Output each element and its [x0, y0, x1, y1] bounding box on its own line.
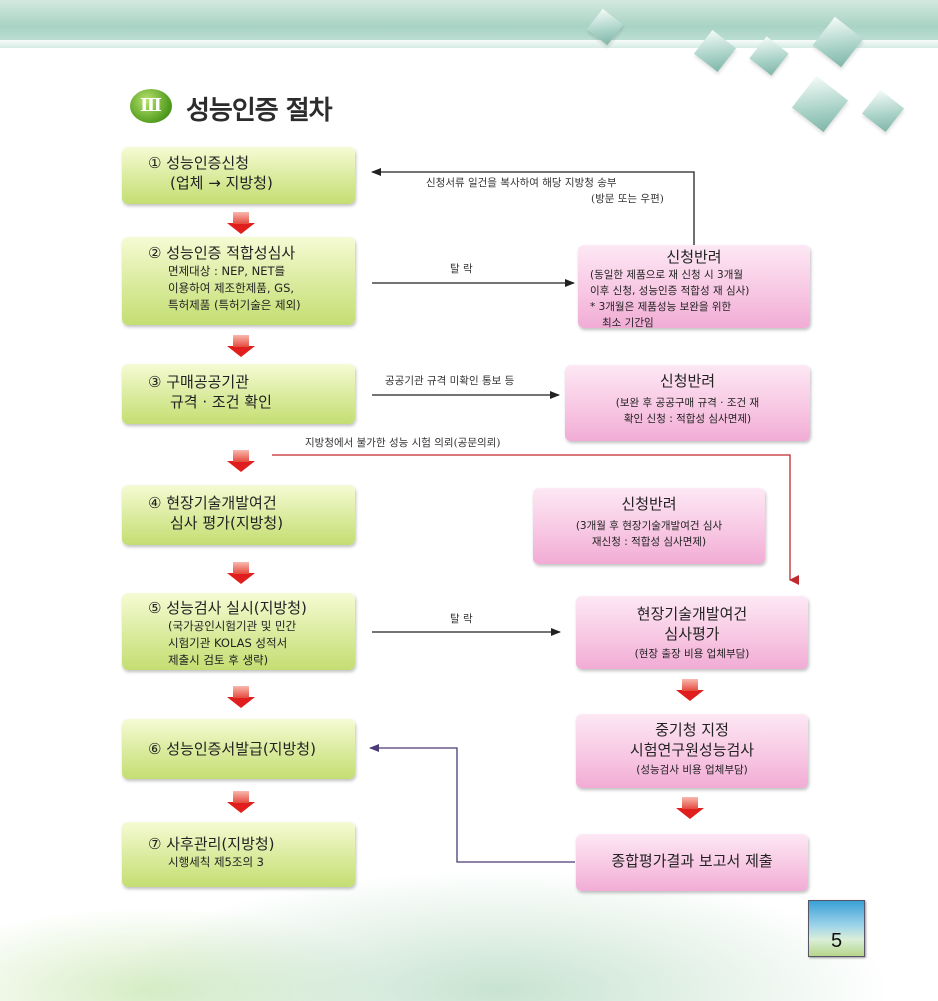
down-arrow-icon	[227, 686, 255, 708]
step-title: ① 성능인증신청	[148, 154, 250, 172]
down-arrow-icon	[227, 562, 255, 584]
section-numeral-icon: Ⅲ	[130, 89, 172, 123]
return-box-line: (3개월 후 현장기술개발여건 심사	[575, 520, 723, 532]
field-review-title: 현장기술개발여건	[636, 605, 748, 623]
page-title: 성능인증 절차	[186, 96, 333, 126]
return-box-3: 신청반려 (3개월 후 현장기술개발여건 심사 재신청 : 적합성 심사면제)	[533, 488, 765, 564]
annotation-fail-2: 탈 락	[450, 613, 473, 625]
step-line: (업체 → 지방청)	[170, 174, 273, 192]
return-box-2: 신청반려 (보완 후 공공구매 규격 · 조건 재 확인 신청 : 적합성 심사…	[565, 365, 810, 441]
step-line: 특허제품 (특허기술은 제외)	[168, 298, 301, 312]
connector-return	[369, 744, 575, 863]
connector-copy-send	[371, 168, 695, 245]
performance-test-line: (성능검사 비용 업체부담)	[636, 764, 748, 776]
return-box-line: 확인 신청 : 적합성 심사면제)	[623, 413, 752, 425]
annotation-copy-send: 신청서류 일건을 복사하여 해당 지방청 송부	[426, 177, 617, 189]
final-report-title: 종합평가결과 보고서 제출	[611, 852, 773, 870]
step-title: ⑤ 성능검사 실시(지방청)	[148, 599, 307, 617]
performance-test-box: 중기청 지정 시험연구원성능검사 (성능검사 비용 업체부담)	[576, 714, 808, 788]
return-box-line: (동일한 제품으로 재 신청 시 3개월	[590, 269, 744, 281]
return-box-line: 재신청 : 적합성 심사면제)	[591, 536, 707, 548]
down-arrow-icon	[676, 679, 704, 701]
return-box-title: 신청반려	[666, 248, 722, 266]
step-box-1: ① 성능인증신청 (업체 → 지방청)	[122, 147, 355, 204]
connector-test-request	[272, 454, 799, 585]
down-arrow-icon	[227, 335, 255, 357]
step-line: 심사 평가(지방청)	[170, 514, 284, 532]
step-box-4: ④ 현장기술개발여건 심사 평가(지방청)	[122, 485, 355, 545]
return-box-line: 최소 기간임	[602, 317, 654, 329]
step-box-7: ⑦ 사후관리(지방청) 시행세칙 제5조의 3	[122, 822, 355, 887]
performance-test-title: 중기청 지정	[655, 721, 729, 739]
return-box-title: 신청반려	[621, 495, 677, 513]
page-number-box: 5	[808, 900, 865, 957]
return-box-title: 신청반려	[659, 372, 716, 390]
step-box-5: ⑤ 성능검사 실시(지방청) (국가공인시험기관 및 민간 시험기관 KOLAS…	[122, 593, 355, 670]
down-arrow-icon	[227, 791, 255, 813]
field-review-title-2: 심사평가	[664, 625, 720, 643]
step-title: ④ 현장기술개발여건	[148, 494, 277, 512]
return-box-1: 신청반려 (동일한 제품으로 재 신청 시 3개월 이후 신청, 성능인증 적합…	[578, 245, 810, 329]
step-line: 규격 · 조건 확인	[170, 393, 272, 411]
step-box-3: ③ 구매공공기관 규격 · 조건 확인	[122, 364, 355, 424]
down-arrow-icon	[676, 797, 704, 819]
step-line: 이용하여 제조한제품, GS,	[168, 281, 295, 295]
step-title: ② 성능인증 적합성심사	[148, 244, 296, 262]
step-line: 시험기관 KOLAS 성적서	[168, 636, 288, 650]
step-title: ⑦ 사후관리(지방청)	[148, 835, 275, 853]
down-arrow-icon	[227, 450, 255, 472]
step-title: ⑥ 성능인증서발급(지방청)	[148, 740, 316, 758]
return-box-line: 이후 신청, 성능인증 적합성 재 심사)	[590, 285, 750, 297]
annotation-unconfirmed: 공공기관 규격 미확인 통보 등	[385, 375, 515, 387]
step-line: (국가공인시험기관 및 민간	[168, 619, 297, 633]
final-report-box: 종합평가결과 보고서 제출	[576, 834, 808, 891]
page-number: 5	[830, 930, 843, 952]
field-review-line: (현장 출장 비용 업체부담)	[634, 648, 750, 660]
step-title: ③ 구매공공기관	[148, 373, 250, 391]
down-arrow-icon	[227, 212, 255, 234]
annotation-fail-1: 탈 락	[450, 263, 473, 275]
performance-test-title-2: 시험연구원성능검사	[629, 741, 755, 759]
step-box-2: ② 성능인증 적합성심사 면제대상 : NEP, NET를 이용하여 제조한제품…	[122, 237, 355, 325]
annotation-test-request: 지방청에서 불가한 성능 시험 의뢰(공문의뢰)	[305, 437, 501, 449]
field-review-box: 현장기술개발여건 심사평가 (현장 출장 비용 업체부담)	[576, 596, 808, 669]
step-line: 제출시 검토 후 생략)	[168, 653, 269, 667]
annotation-copy-send-method: (방문 또는 우편)	[591, 193, 664, 205]
step-line: 면제대상 : NEP, NET를	[168, 264, 286, 278]
step-box-6: ⑥ 성능인증서발급(지방청)	[122, 719, 355, 779]
return-box-line: * 3개월은 제품성능 보완을 위한	[590, 301, 732, 313]
return-box-line: (보완 후 공공구매 규격 · 조건 재	[615, 397, 760, 409]
step-line: 시행세칙 제5조의 3	[168, 855, 265, 869]
